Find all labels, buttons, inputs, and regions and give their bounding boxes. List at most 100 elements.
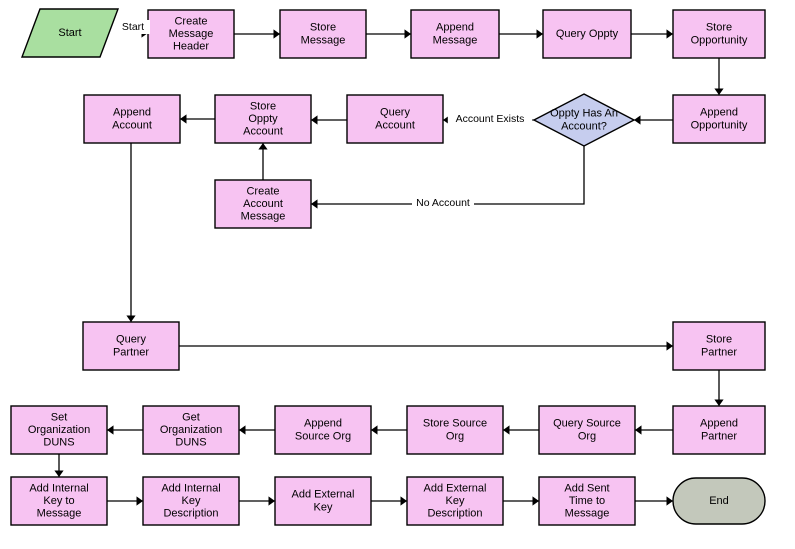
edge-arrowhead — [54, 470, 64, 477]
edge-label-backdrop — [447, 112, 533, 126]
edge-arrowhead — [371, 425, 378, 435]
edge-label-text: Start — [122, 21, 144, 33]
flow-edge — [635, 425, 673, 435]
edge-arrowhead — [666, 496, 673, 506]
flow-edge — [54, 454, 64, 477]
flow-edge — [239, 496, 275, 506]
node-shape-rect[interactable] — [82, 321, 180, 371]
node-shape-rect[interactable] — [279, 9, 367, 59]
node-shape-rect[interactable] — [672, 94, 766, 144]
node-shape-rect[interactable] — [10, 476, 108, 526]
flow-edge — [107, 425, 143, 435]
node-shape-rect[interactable] — [542, 9, 632, 59]
edge-label-backdrop — [412, 196, 474, 210]
node-shape-rect[interactable] — [10, 405, 108, 455]
edge-arrowhead — [503, 425, 510, 435]
node-shape-diamond[interactable] — [532, 93, 636, 147]
edge-arrowhead — [311, 199, 318, 209]
flow-edge — [180, 114, 215, 124]
node-shape-rect[interactable] — [538, 476, 636, 526]
node-shape-rect[interactable] — [142, 405, 240, 455]
flow-edge — [635, 496, 673, 506]
node-shape-rect[interactable] — [214, 179, 312, 229]
node-shape-rect[interactable] — [538, 405, 636, 455]
flow-edge — [631, 29, 673, 39]
edge-arrowhead — [239, 425, 246, 435]
edge-arrowhead — [404, 29, 411, 39]
flow-edge — [714, 370, 724, 406]
edge-arrowhead — [136, 496, 143, 506]
node-shape-rect[interactable] — [142, 476, 240, 526]
edge-arrowhead — [180, 114, 187, 124]
node-shape-rect[interactable] — [672, 9, 766, 59]
node-shape-rect[interactable] — [406, 476, 504, 526]
flow-node-end[interactable]: End — [672, 477, 766, 525]
node-shape-rect[interactable] — [672, 321, 766, 371]
edge-arrowhead — [126, 315, 136, 322]
edge-label-text: No Account — [416, 197, 470, 209]
edge-arrowhead — [635, 425, 642, 435]
edge-arrowhead — [268, 496, 275, 506]
node-shape-rect[interactable] — [147, 9, 235, 59]
node-shape-rect[interactable] — [83, 94, 181, 144]
edge-label: Account Exists — [447, 112, 533, 126]
flow-edge — [234, 29, 280, 39]
flow-edge — [179, 341, 673, 351]
edge-arrowhead — [258, 143, 268, 150]
node-shape-rect[interactable] — [672, 405, 766, 455]
edge-arrowhead — [400, 496, 407, 506]
edge-label-text: Account Exists — [456, 113, 525, 125]
node-shape-rect[interactable] — [274, 405, 372, 455]
node-shape-stadium[interactable] — [672, 477, 766, 525]
edge-label: No Account — [412, 196, 474, 210]
flow-edge — [503, 425, 539, 435]
flow-edge — [126, 143, 136, 322]
node-shape-rect[interactable] — [214, 94, 312, 144]
flow-edge — [503, 496, 539, 506]
flow-edge — [107, 496, 143, 506]
flow-edge — [311, 115, 347, 125]
edge-arrowhead — [666, 29, 673, 39]
flow-edge — [499, 29, 543, 39]
node-shape-rect[interactable] — [410, 9, 500, 59]
edge-arrowhead — [714, 399, 724, 406]
edge-arrowhead — [311, 115, 318, 125]
flow-edge — [634, 115, 673, 125]
flow-node-start[interactable]: Start — [20, 8, 120, 58]
edge-arrowhead — [532, 496, 539, 506]
node-shape-parallelogram[interactable] — [20, 8, 120, 58]
node-shape-rect[interactable] — [346, 94, 444, 144]
node-shape-rect[interactable] — [274, 476, 372, 526]
flow-node-query_oppty[interactable]: Query Oppty — [542, 9, 632, 59]
node-shape-rect[interactable] — [406, 405, 504, 455]
flow-edge — [714, 58, 724, 95]
edge-arrowhead — [273, 29, 280, 39]
